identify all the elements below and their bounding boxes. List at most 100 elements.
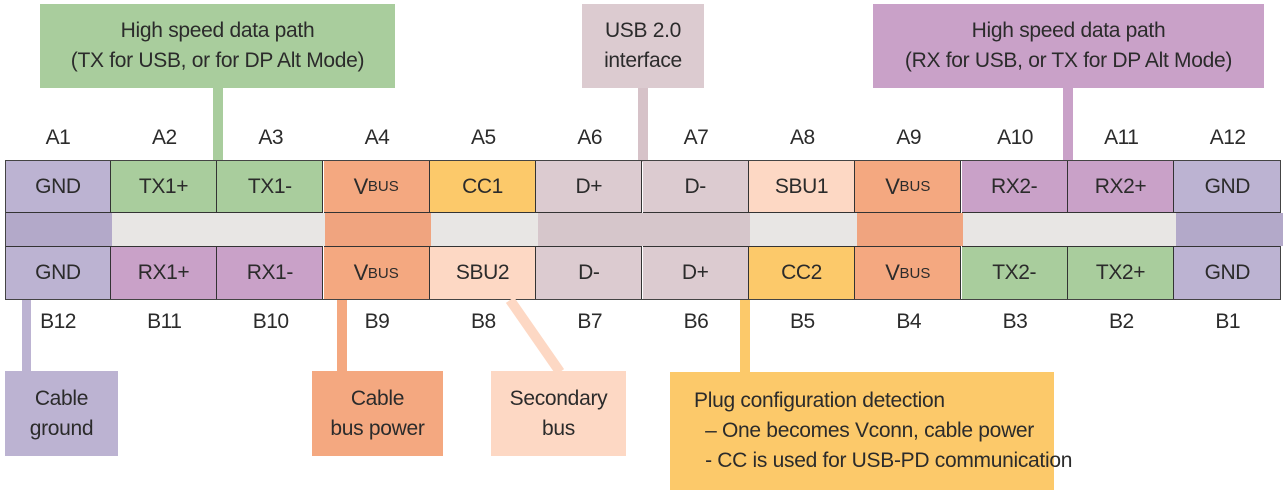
- secondary-bus-connector: [505, 298, 565, 374]
- pin-a8-sbu1: SBU1: [748, 161, 856, 213]
- pin-signal-subscript: BUS: [367, 178, 399, 195]
- pin-gap-segment: [537, 213, 645, 246]
- pin-gap-segment: [644, 213, 752, 246]
- cable-bus-power-line2: bus power: [330, 416, 425, 440]
- pin-label-b9: B9: [364, 310, 390, 333]
- secondary-bus-line2: bus: [542, 416, 575, 440]
- usb2-callout: USB 2.0 interface: [582, 4, 704, 88]
- pin-signal-name: TX2-: [992, 261, 1037, 284]
- cable-ground-line1: Cable: [34, 386, 89, 410]
- pin-label-a6: A6: [577, 126, 602, 149]
- plug-config-bullet-usbpd: - CC is used for USB-PD communication: [694, 449, 1073, 472]
- usb2-connector: [638, 86, 648, 162]
- pin-signal-name: TX2+: [1095, 261, 1146, 284]
- pin-signal-subscript: BUS: [899, 178, 931, 195]
- cable-bus-power-line1: Cable: [350, 386, 405, 410]
- tx-path-callout: High speed data path (TX for USB, or for…: [40, 4, 395, 88]
- secondary-bus-line1: Secondary: [509, 386, 608, 410]
- pin-signal-name: D+: [575, 174, 603, 198]
- rx-path-connector: [1063, 86, 1073, 162]
- pin-label-a10: A10: [997, 126, 1033, 149]
- rx-path-subtitle: (RX for USB, or TX for DP Alt Mode): [904, 49, 1233, 72]
- secondary-bus-connector-line: [505, 298, 565, 374]
- plug-config-connector: [740, 300, 750, 372]
- pin-label-a5: A5: [470, 126, 496, 149]
- pin-a2-tx1: TX1+: [110, 161, 218, 213]
- pin-label-b11: B11: [147, 310, 182, 333]
- pin-signal-name: RX1-: [246, 261, 294, 284]
- pin-a1-gnd: GND: [6, 161, 111, 213]
- pin-label-a8: A8: [789, 126, 815, 149]
- pin-signal-name: D-: [684, 174, 706, 198]
- pin-b6-d: D+: [642, 246, 749, 299]
- pin-signal-subscript: BUS: [367, 264, 399, 282]
- pin-label-b6: B6: [683, 310, 709, 333]
- pin-b1-gnd: GND: [1174, 246, 1281, 299]
- secondary-bus-callout: Secondary bus: [491, 371, 626, 456]
- pin-gap-segment: [6, 213, 114, 246]
- pin-label-b1: B1: [1215, 310, 1240, 333]
- pin-b5-cc2: CC2: [748, 246, 856, 299]
- pin-signal-subscript: BUS: [899, 264, 931, 282]
- plug-config-title: Plug configuration detection: [694, 389, 945, 412]
- pin-signal-name: RX2+: [1094, 174, 1147, 198]
- pin-label-b12: B12: [40, 310, 76, 333]
- cable-ground-line2: ground: [29, 416, 94, 440]
- pin-a6-d: D+: [536, 161, 643, 213]
- pin-signal-name: GND: [1204, 174, 1251, 198]
- pin-signal-name: TX1+: [138, 174, 189, 198]
- pin-label-b10: B10: [252, 310, 289, 333]
- pin-gap-segment: [963, 213, 1071, 246]
- pin-label-b7: B7: [577, 310, 602, 333]
- pin-b12-gnd: GND: [6, 246, 111, 299]
- pin-label-a11: A11: [1104, 126, 1139, 149]
- pin-signal-name: V: [885, 173, 900, 199]
- pin-gap-segment: [750, 213, 858, 246]
- pin-signal-name: V: [353, 260, 369, 285]
- pin-gap-segment: [431, 213, 539, 246]
- pin-a7-d: D-: [642, 161, 749, 213]
- pin-gap-segment: [1069, 213, 1177, 246]
- usb2-title: USB 2.0: [604, 19, 682, 42]
- pin-signal-name: CC2: [781, 261, 822, 284]
- pin-signal-name: RX1+: [137, 261, 190, 284]
- pin-label-a2: A2: [151, 126, 177, 149]
- pin-label-b2: B2: [1108, 310, 1134, 333]
- rx-path-title: High speed data path: [971, 19, 1166, 42]
- pin-signal-name: D+: [681, 261, 709, 284]
- tx-path-connector: [213, 86, 223, 162]
- pin-a12-gnd: GND: [1174, 161, 1281, 213]
- pin-b10-rx1: RX1-: [217, 246, 324, 299]
- cable-bus-power-callout: Cable bus power: [312, 371, 443, 456]
- pin-label-b4: B4: [896, 310, 921, 333]
- pin-signal-name: SBU2: [455, 261, 510, 284]
- pin-a11-rx2: RX2+: [1067, 161, 1175, 213]
- pin-signal-name: GND: [35, 261, 81, 284]
- pin-signal-name: V: [885, 260, 900, 285]
- pin-label-a4: A4: [364, 126, 390, 149]
- pin-label-a7: A7: [683, 126, 709, 149]
- pin-signal-name: CC1: [462, 174, 503, 198]
- pin-a5-cc1: CC1: [429, 161, 537, 213]
- cable-ground-callout: Cable ground: [5, 371, 118, 456]
- tx-path-subtitle: (TX for USB, or for DP Alt Mode): [70, 49, 365, 72]
- plug-config-callout: Plug configuration detection – One becom…: [670, 372, 1072, 490]
- pin-label-b8: B8: [470, 310, 496, 333]
- rx-path-callout: High speed data path (RX for USB, or TX …: [873, 4, 1264, 88]
- pin-b2-tx2: TX2+: [1067, 246, 1175, 299]
- usb2-subtitle: interface: [604, 49, 682, 72]
- plug-config-bullet-vconn: – One becomes Vconn, cable power: [694, 419, 1035, 442]
- pin-gap-segment: [112, 213, 220, 246]
- pin-label-a9: A9: [896, 126, 921, 149]
- cable-ground-connector: [22, 300, 31, 372]
- pin-signal-name: GND: [35, 174, 81, 198]
- pin-gap-segment: [218, 213, 326, 246]
- pin-label-b5: B5: [789, 310, 815, 333]
- cable-bus-power-connector: [337, 300, 347, 372]
- pin-b11-rx1: RX1+: [110, 246, 218, 299]
- pin-gap-segment: [1175, 213, 1283, 246]
